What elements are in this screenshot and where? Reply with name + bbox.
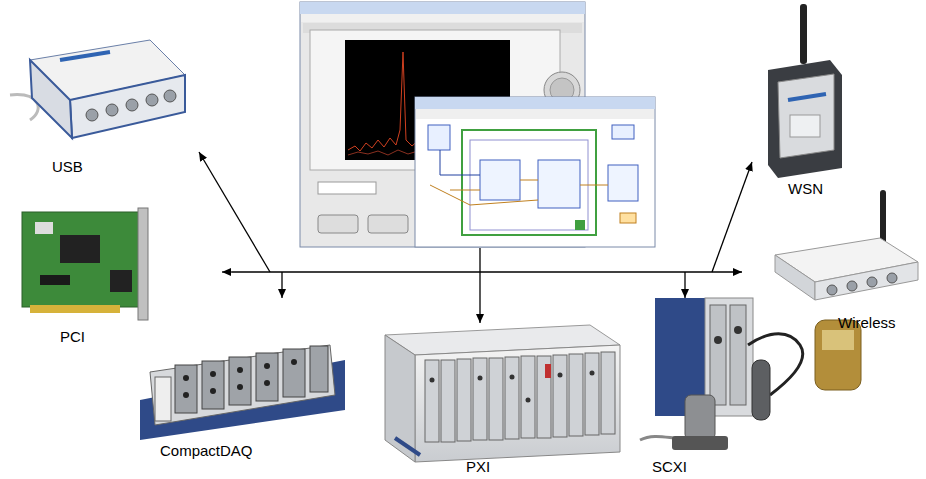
device-label: SCXI [652, 458, 687, 476]
pxi-chassis [385, 325, 620, 462]
wsn-node [768, 4, 842, 178]
pci-card [22, 208, 148, 320]
connection-arrows [199, 152, 752, 323]
device-label: CompactDAQ [160, 442, 253, 460]
wireless-device [775, 190, 918, 300]
usb-device [10, 40, 185, 138]
scxi-chassis [640, 298, 861, 450]
device-label: PXI [466, 458, 490, 476]
device-label: WSN [788, 180, 823, 198]
device-label: Wireless [838, 314, 896, 332]
device-label: PCI [60, 328, 85, 346]
device-label: USB [52, 158, 83, 176]
compactdaq-chassis [140, 345, 345, 440]
block-diagram-screenshot [415, 97, 655, 247]
